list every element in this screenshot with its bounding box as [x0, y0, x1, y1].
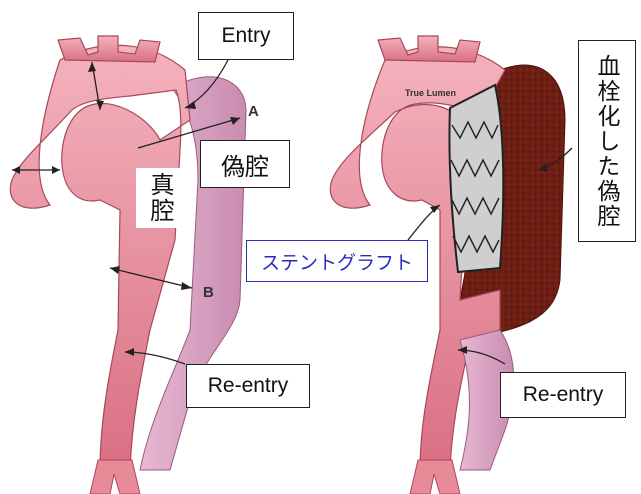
true-lumen-label: 真腔 — [136, 168, 183, 228]
left-arch-branches — [58, 36, 160, 62]
right-iliac — [410, 460, 460, 494]
false-lumen-label: 偽腔 — [221, 147, 269, 182]
right-arch-branches — [378, 36, 480, 62]
true-lumen-tag: True Lumen — [405, 88, 456, 98]
entry-label: Entry — [221, 24, 270, 48]
right-reentry-label-box: Re-entry — [500, 372, 626, 418]
stent-graft-label: ステントグラフト — [261, 248, 413, 275]
left-aorta — [10, 36, 246, 494]
left-reentry-label: Re-entry — [208, 374, 289, 398]
entry-label-box: Entry — [198, 12, 294, 60]
thrombosed-false-lumen-label: 血栓化した偽腔 — [590, 54, 624, 229]
false-lumen-label-box: 偽腔 — [200, 140, 290, 188]
right-reentry-label: Re-entry — [523, 383, 604, 407]
marker-a: A — [248, 103, 259, 120]
marker-b: B — [203, 284, 214, 301]
stent-graft-label-box: ステントグラフト — [246, 240, 428, 282]
left-reentry-label-box: Re-entry — [186, 364, 310, 408]
left-iliac — [90, 460, 140, 494]
thrombosed-label-box: 血栓化した偽腔 — [578, 40, 636, 242]
